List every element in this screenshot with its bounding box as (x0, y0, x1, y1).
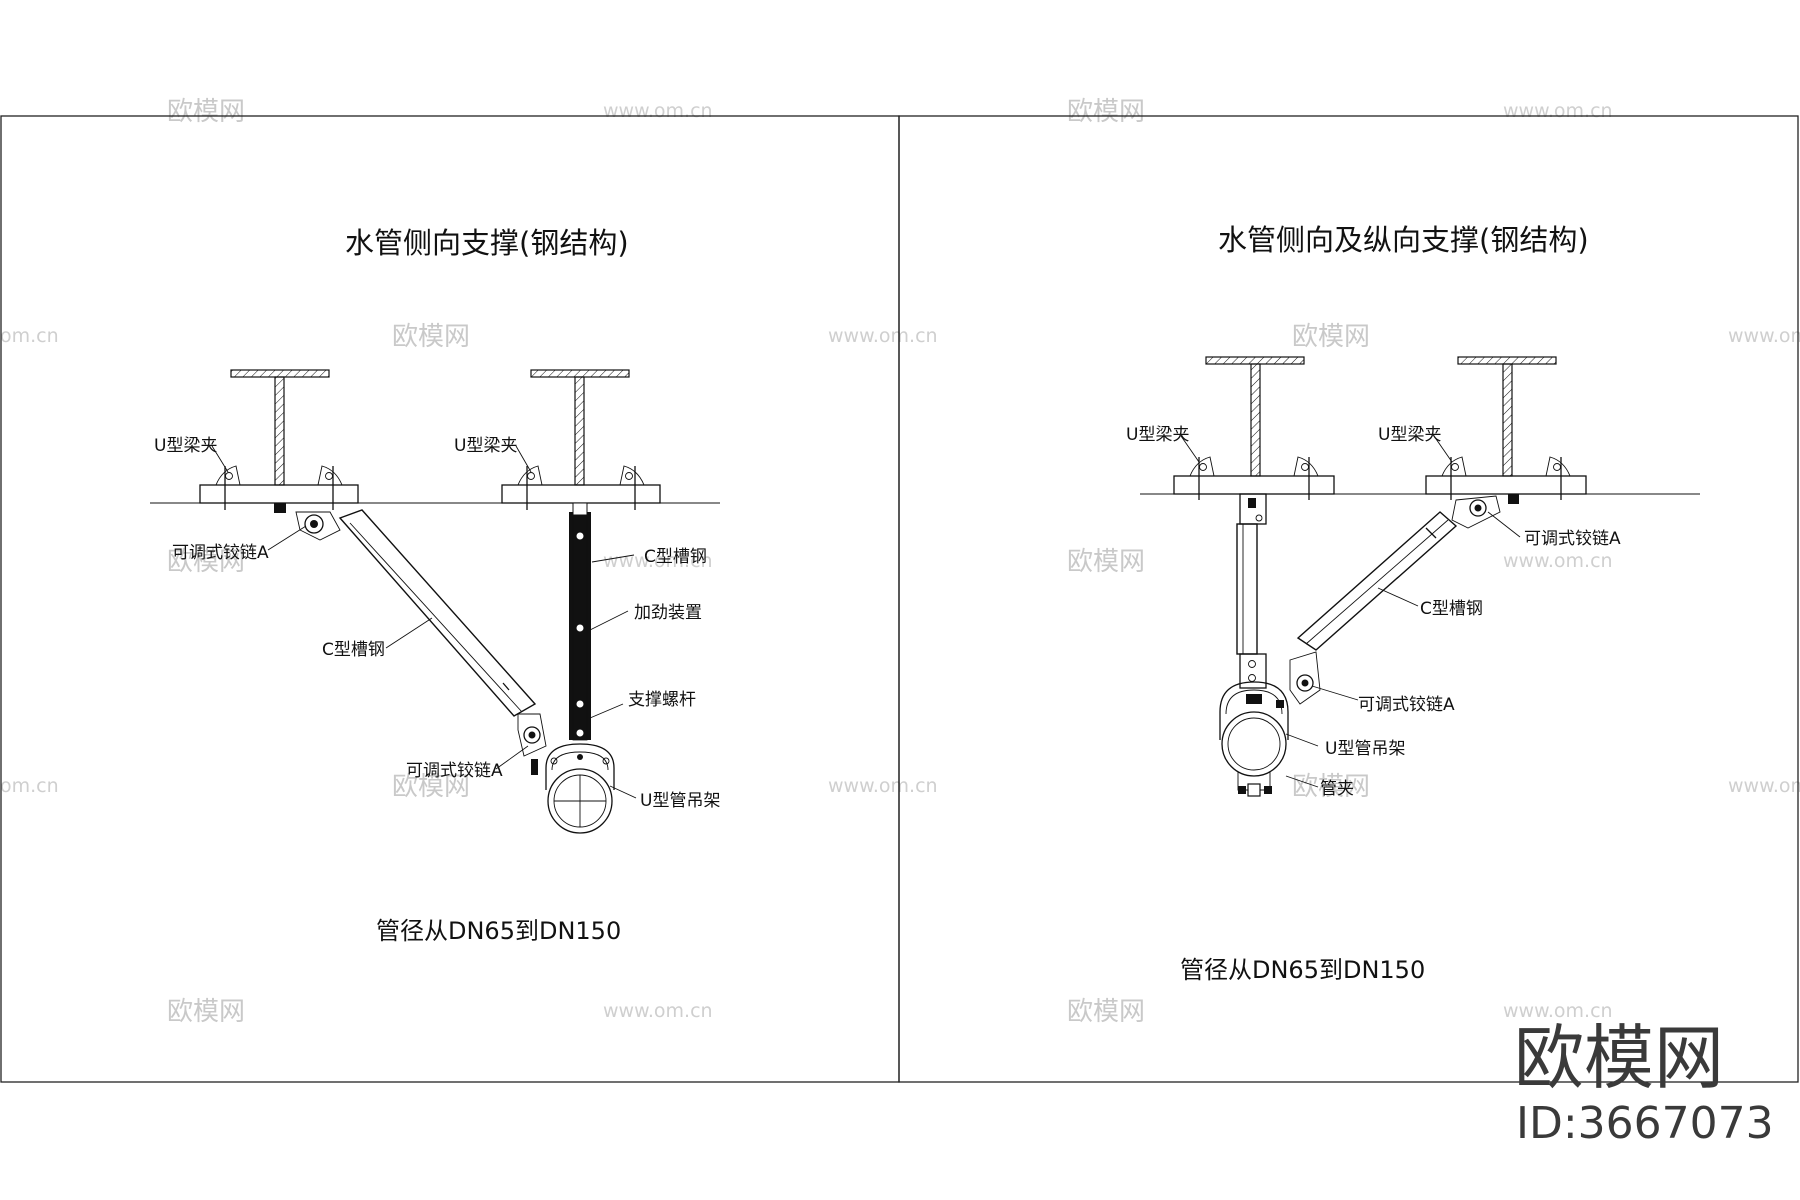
panel-title: 水管侧向及纵向支撑(钢结构) (1218, 223, 1589, 257)
vertical-c-channel (569, 502, 591, 741)
brand-id: ID:3667073 (1516, 1098, 1774, 1149)
label-adjustable-hinge: 可调式铰链A (172, 543, 269, 563)
label-c-channel: C型槽钢 (322, 640, 385, 660)
watermark-text: 欧模网 (1292, 322, 1370, 352)
watermark-layer: 欧模网 www.om.cn 欧模网 www.om.cn om.cn 欧模网 ww… (0, 97, 1800, 1027)
watermark-text: 欧模网 (1067, 97, 1145, 127)
vertical-c-channel (1236, 493, 1267, 689)
diagonal-c-channel (338, 509, 537, 717)
watermark-url: www.om.cn (603, 100, 713, 122)
panel-caption: 管径从DN65到DN150 (376, 917, 621, 945)
watermark-text: 欧模网 (1067, 997, 1145, 1027)
watermark-url: www.om.cn (1503, 100, 1613, 122)
watermark-text: 欧模网 (167, 547, 245, 577)
brand-name: 欧模网 (1514, 1017, 1724, 1099)
watermark-text: 欧模网 (392, 772, 470, 802)
watermark-url: www.om.cn (1503, 1000, 1613, 1022)
watermark-url: om.cn (0, 775, 59, 797)
adjustable-hinge (1289, 651, 1321, 705)
label-pipe-hanger: U型管吊架 (640, 791, 720, 811)
watermark-text: 欧模网 (1067, 547, 1145, 577)
label-adjustable-hinge: 可调式铰链A (1358, 695, 1455, 715)
panel-left: 水管侧向支撑(钢结构) (150, 226, 720, 945)
panel-frame-right (898, 115, 1799, 1083)
diagonal-c-channel (1296, 511, 1458, 651)
label-beam-clamp: U型梁夹 (1378, 425, 1441, 445)
steel-beam (1173, 356, 1335, 500)
adjustable-hinge (1451, 494, 1519, 529)
watermark-url: www.om.cn (603, 1000, 713, 1022)
label-beam-clamp: U型梁夹 (454, 436, 517, 456)
panel-title: 水管侧向支撑(钢结构) (345, 226, 629, 260)
watermark-url: www.om.cn (1503, 550, 1613, 572)
watermark-url: www.om.cn (1728, 775, 1800, 797)
watermark-text: 欧模网 (1292, 772, 1370, 802)
pipe-hanger (545, 743, 615, 834)
leader-lines (1180, 435, 1521, 788)
pipe-hanger (1219, 681, 1289, 797)
panel-caption: 管径从DN65到DN150 (1180, 956, 1425, 984)
label-adjustable-hinge: 可调式铰链A (1524, 529, 1621, 549)
watermark-url: om.cn (0, 325, 59, 347)
label-beam-clamp: U型梁夹 (154, 436, 217, 456)
label-threaded-rod: 支撑螺杆 (628, 690, 696, 710)
brand-watermark: 欧模网 ID:3667073 (1514, 1017, 1774, 1149)
label-pipe-hanger: U型管吊架 (1325, 739, 1405, 759)
steel-beam (199, 369, 359, 510)
label-c-channel: C型槽钢 (644, 547, 707, 567)
panel-right: 水管侧向及纵向支撑(钢结构) (1126, 223, 1700, 984)
leader-lines (211, 445, 637, 799)
watermark-text: 欧模网 (392, 322, 470, 352)
steel-beam (1425, 356, 1587, 500)
steel-beam (501, 369, 661, 510)
watermark-text: 欧模网 (167, 97, 245, 127)
watermark-url: www.om.cn (828, 325, 938, 347)
adjustable-hinge (274, 503, 341, 541)
watermark-text: 欧模网 (167, 997, 245, 1027)
label-stiffener: 加劲装置 (634, 603, 702, 623)
label-c-channel: C型槽钢 (1420, 599, 1483, 619)
label-pipe-clamp: 管夹 (1320, 779, 1354, 799)
watermark-url: www.om.cn (1728, 325, 1800, 347)
label-adjustable-hinge: 可调式铰链A (406, 761, 503, 781)
label-beam-clamp: U型梁夹 (1126, 425, 1189, 445)
adjustable-hinge (517, 713, 547, 775)
watermark-url: www.om.cn (828, 775, 938, 797)
